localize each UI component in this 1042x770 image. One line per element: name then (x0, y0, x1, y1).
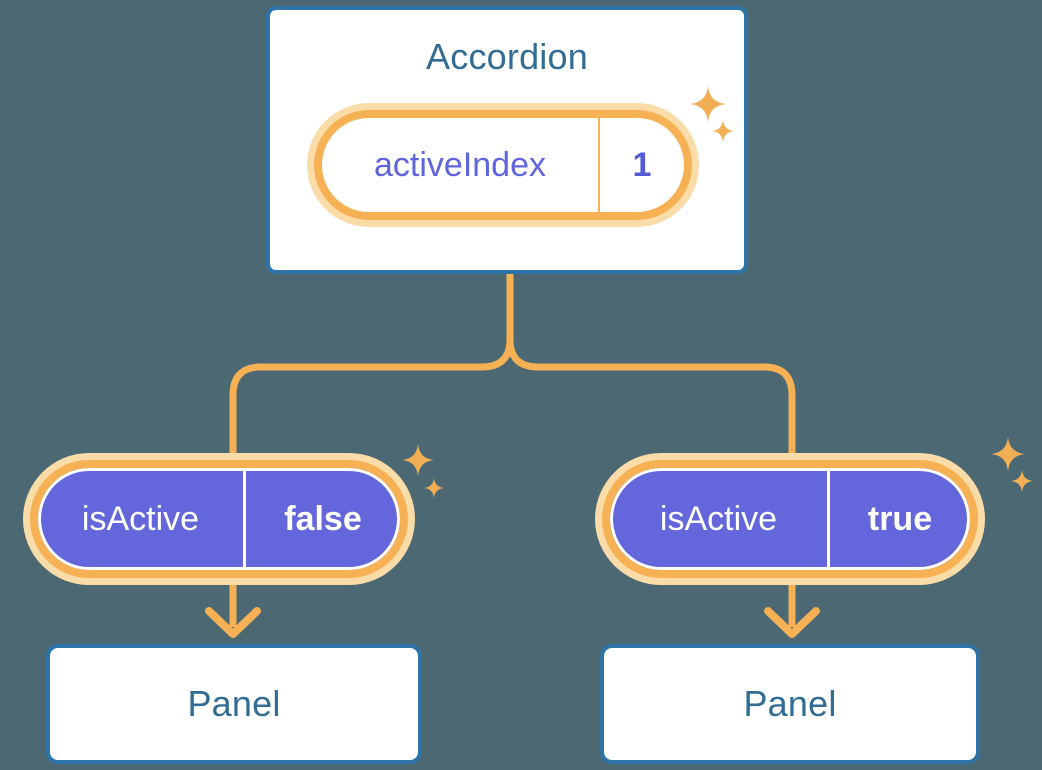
prop-pill-label: isActive (659, 499, 778, 538)
prop-pill-value: false (284, 499, 362, 538)
connector-right-branch (506, 273, 796, 627)
sparkle-icon (1011, 470, 1033, 492)
sparkle-icon (712, 120, 734, 142)
prop-pill-value: true (867, 499, 933, 538)
panel-component-card: Panel (600, 644, 980, 764)
prop-pill-isactive-false: isActive false (30, 460, 408, 578)
arrow-down-icon (764, 607, 820, 638)
sparkle-icon (402, 444, 434, 476)
panel-card-title: Panel (187, 683, 281, 724)
pill-divider (598, 118, 600, 212)
panel-component-card: Panel (46, 644, 422, 764)
sparkle-icon (424, 478, 444, 498)
state-pill-activeindex: activeIndex 1 (314, 110, 692, 220)
pill-divider (243, 471, 246, 567)
state-pill-value: 1 (632, 145, 652, 184)
state-pill-label: activeIndex (374, 145, 546, 184)
pill-divider (827, 471, 830, 567)
accordion-card-title: Accordion (426, 36, 588, 77)
arrow-down-icon (205, 607, 261, 638)
sparkle-icon (991, 437, 1025, 471)
prop-pill-isactive-true: isActive true (602, 460, 978, 578)
prop-pill-label: isActive (81, 499, 200, 538)
panel-card-title: Panel (743, 683, 837, 724)
sparkle-icon (690, 86, 726, 122)
